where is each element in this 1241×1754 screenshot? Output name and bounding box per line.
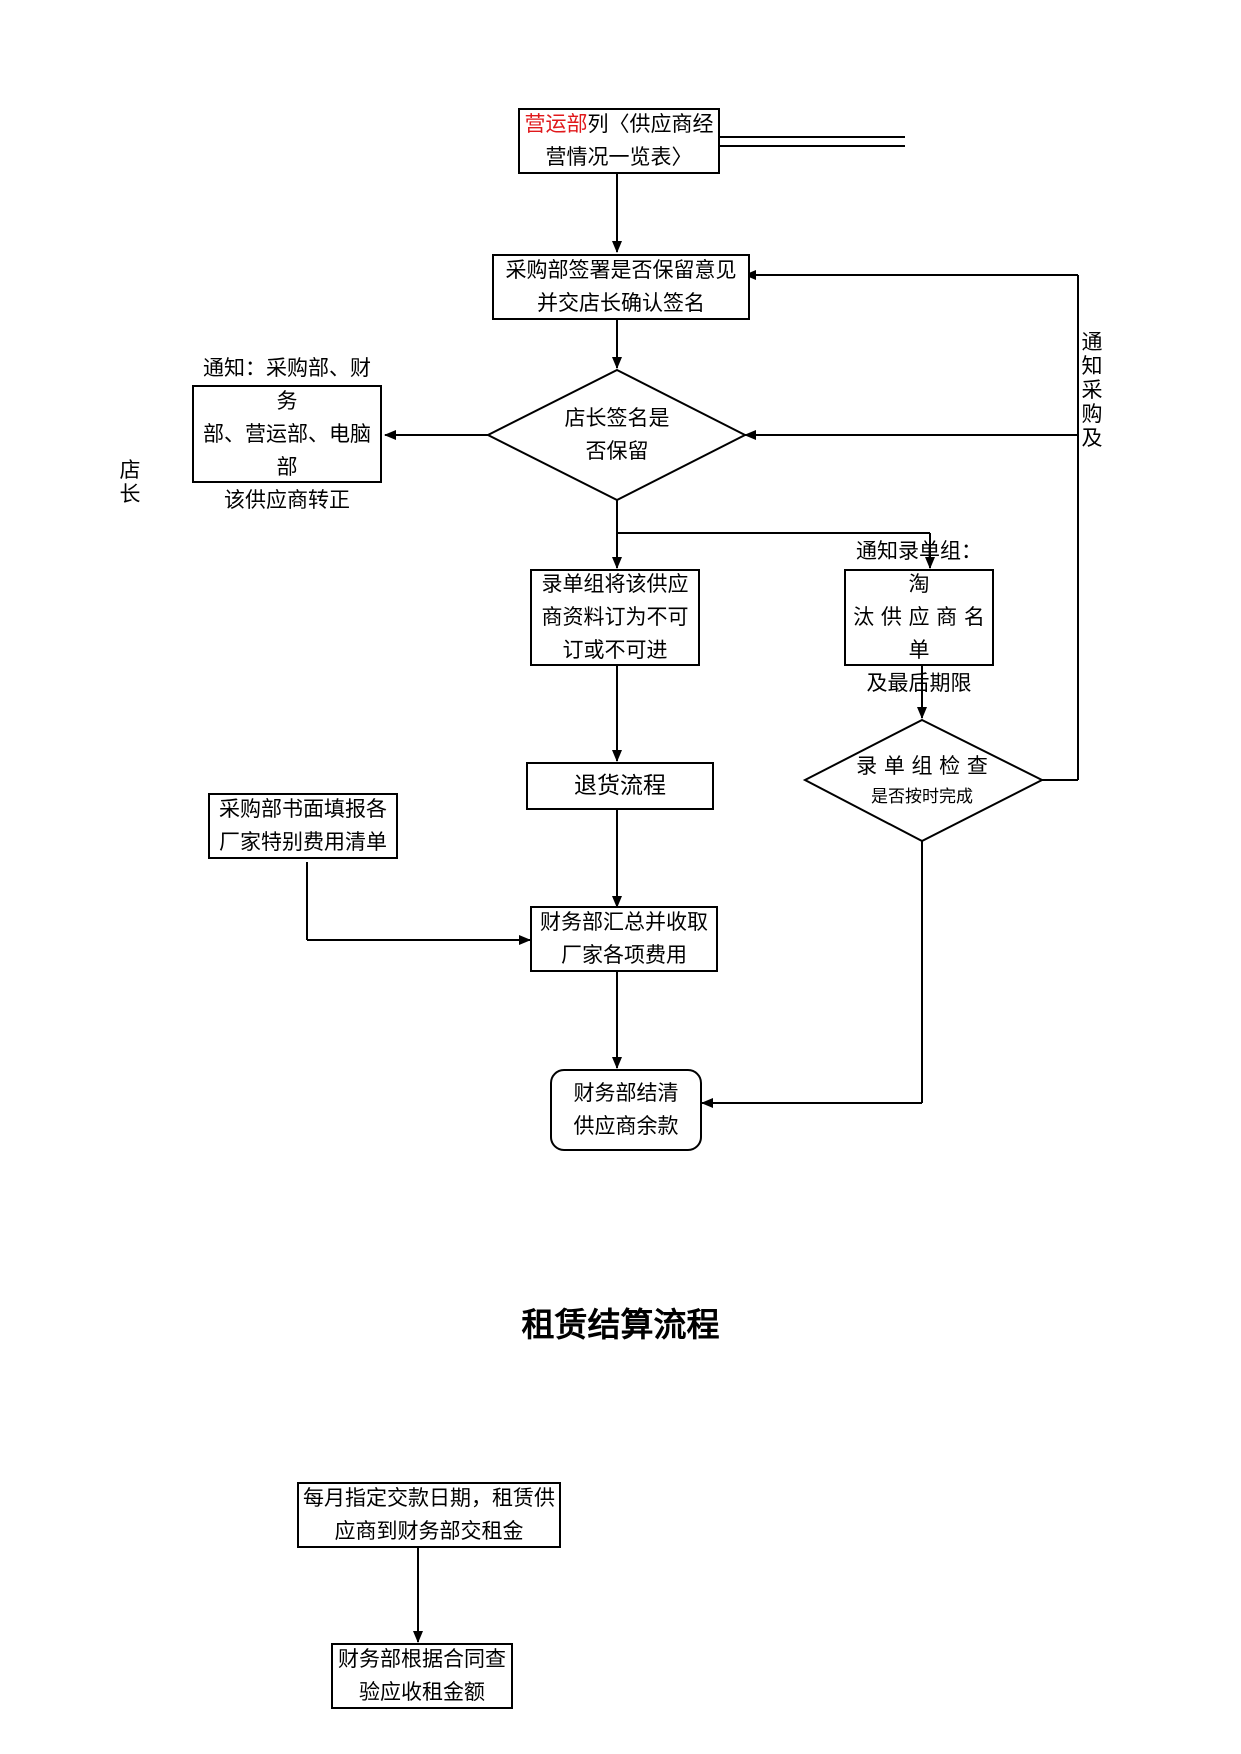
node-return-process: 退货流程 bbox=[526, 762, 714, 810]
node-purchase-fees: 采购部书面填报各 厂家特别费用清单 bbox=[208, 793, 398, 859]
node-entry-check-text: 录 单 组 检 查 是否按时完成 bbox=[856, 754, 988, 807]
node-purchase-sign: 采购部签署是否保留意见 并交店长确认签名 bbox=[492, 254, 750, 320]
node-rent-verify: 财务部根据合同查 验应收租金额 bbox=[331, 1643, 513, 1709]
node-notify-formal: 通知：采购部、财务 部、营运部、电脑部 该供应商转正 bbox=[192, 356, 382, 512]
section-title: 租赁结算流程 bbox=[521, 1305, 720, 1344]
node-manager-decision-text: 店长签名是 否保留 bbox=[564, 406, 670, 463]
node-list-table: 营运部列〈供应商经 营情况一览表〉 bbox=[518, 108, 720, 174]
node-finance-collect: 财务部汇总并收取 厂家各项费用 bbox=[530, 906, 718, 972]
node-entry-group-mark: 录单组将该供应 商资料订为不可 订或不可进 bbox=[530, 569, 700, 666]
node-finance-settle: 财务部结清 供应商余款 bbox=[550, 1069, 702, 1151]
side-label-manager: 店 长 bbox=[119, 458, 141, 506]
node-notify-entry-group: 通知录单组：淘 汰 供 应 商 名 单 及最后期限 bbox=[844, 539, 994, 695]
node-rent-pay: 每月指定交款日期，租赁供 应商到财务部交租金 bbox=[297, 1482, 561, 1548]
red-text: 营运部 bbox=[524, 112, 588, 136]
side-label-notify-purchase: 通 知 采 购 及 bbox=[1081, 330, 1103, 450]
